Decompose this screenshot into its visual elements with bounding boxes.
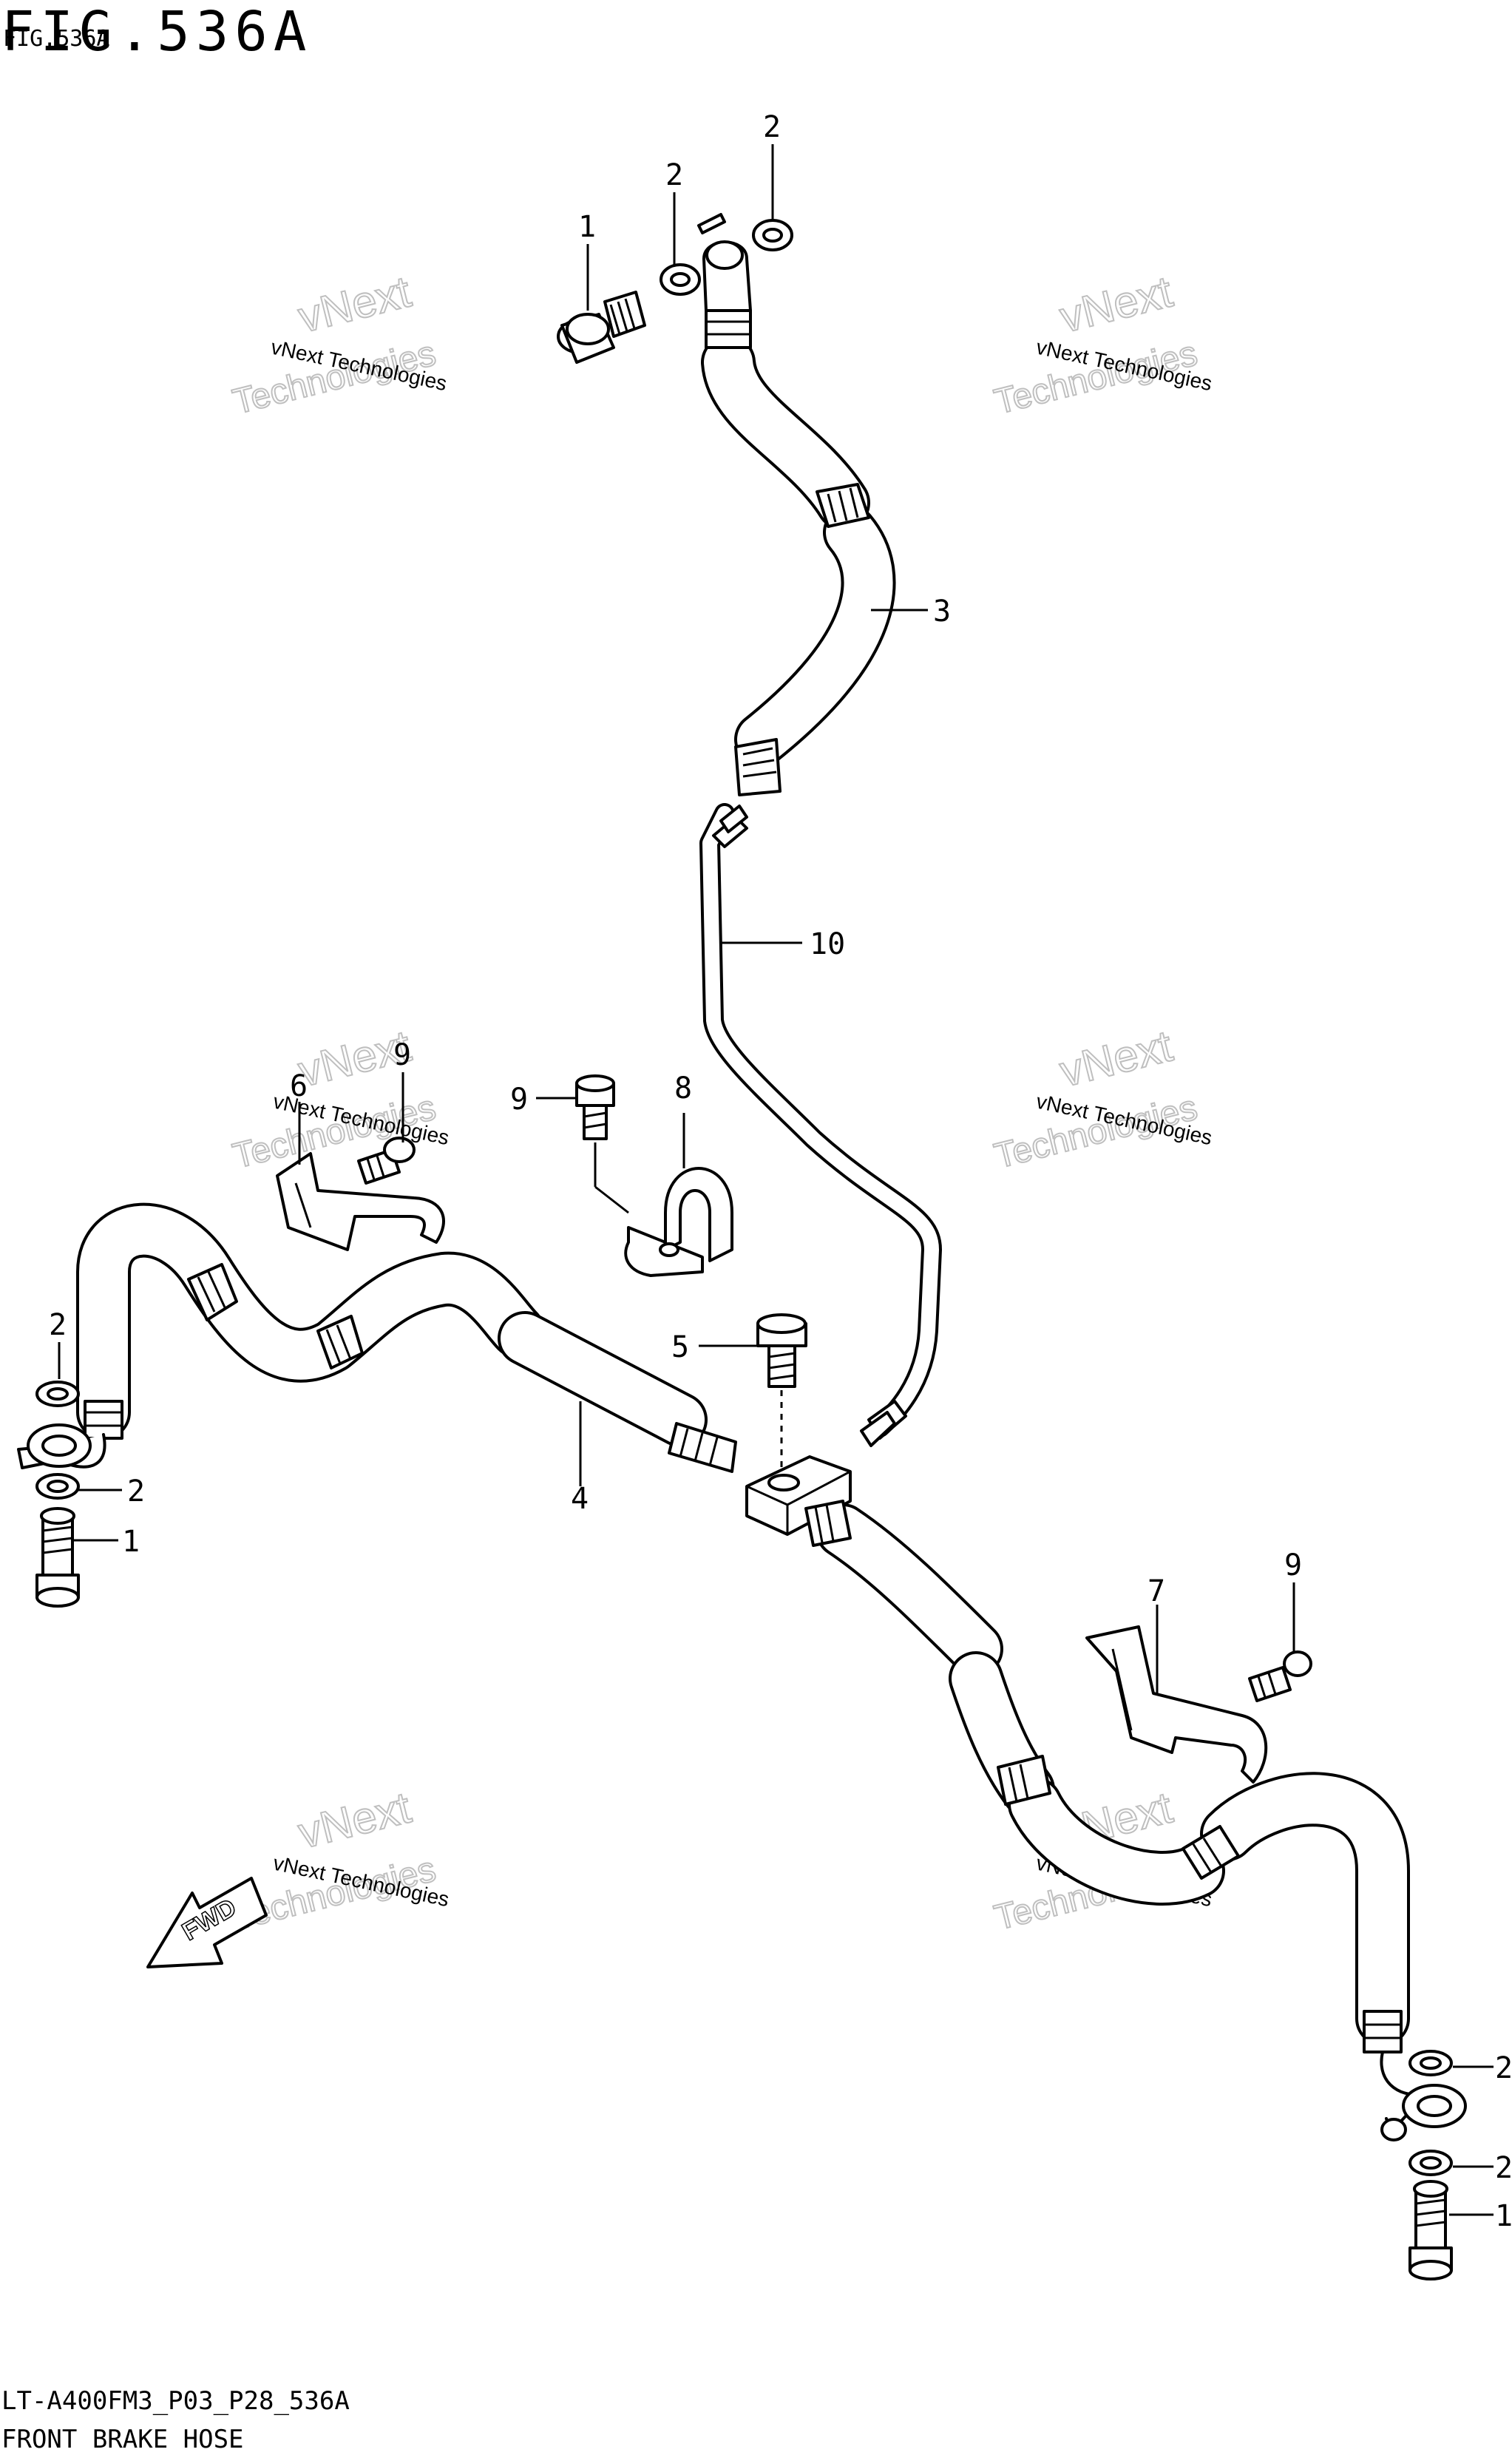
svg-text:vNext: vNext [294, 266, 416, 342]
callout-9-left: 9 [393, 1038, 411, 1072]
figure-title: FIG.536A [1, 0, 312, 64]
callout-2-top-b: 2 [763, 110, 781, 144]
svg-text:vNext: vNext [294, 1782, 416, 1858]
callout-9-right: 9 [1284, 1548, 1302, 1582]
bolt-bracket-right [1248, 1650, 1312, 1702]
bracket-right [1085, 1625, 1268, 1784]
upper-brake-hose [697, 213, 896, 796]
washer-right-b [1408, 2150, 1453, 2176]
union-bolt-right [1408, 2180, 1453, 2280]
callout-1-left: 1 [122, 1525, 140, 1559]
washer-left-b [35, 1473, 80, 1500]
callout-2-right-a: 2 [1495, 2051, 1512, 2085]
union-bolt-top [557, 291, 646, 364]
callout-2-left-a: 2 [49, 1308, 67, 1342]
callout-2-right-b: 2 [1495, 2151, 1512, 2185]
figure-name: FRONT BRAKE HOSE [1, 2425, 244, 2454]
callout-9-mid: 9 [510, 1083, 528, 1117]
washer-top-b [752, 219, 793, 251]
hose-clamp [624, 1167, 733, 1277]
bolt-clamp [575, 1074, 615, 1140]
washer-top-a [660, 263, 701, 296]
callout-6: 6 [290, 1069, 308, 1103]
svg-text:vNext: vNext [1055, 1020, 1177, 1096]
callout-2-top-a: 2 [665, 158, 683, 192]
washer-left-a [35, 1381, 80, 1407]
fwd-direction-marker: FWD [146, 1877, 268, 1968]
callout-7: 7 [1147, 1574, 1165, 1608]
three-way-joint [745, 1455, 852, 1536]
left-brake-hose [76, 1202, 737, 1473]
callout-1-right: 1 [1495, 2199, 1512, 2233]
callout-8: 8 [674, 1071, 692, 1105]
watermark-mid-right: vNext Technologies vNext Technologies [990, 1020, 1214, 1176]
brake-pipe [699, 803, 942, 1447]
watermark-top-left: vNext Technologies vNext Technologies [228, 265, 449, 422]
bracket-left [276, 1152, 445, 1251]
callout-2-left-b: 2 [127, 1474, 145, 1508]
callout-10: 10 [810, 927, 845, 961]
washer-right-a [1408, 2050, 1453, 2076]
watermark-top-right: vNext Technologies vNext Technologies [990, 265, 1214, 422]
callout-5: 5 [671, 1330, 689, 1364]
bolt-bracket-left [357, 1137, 416, 1185]
joint-bolt [756, 1313, 807, 1472]
union-fitting-right [1380, 2051, 1467, 2141]
svg-text:vNext: vNext [1055, 266, 1177, 342]
union-bolt-left [35, 1507, 80, 1608]
figure-title-overlay: FIG.536A [3, 26, 110, 52]
callout-4: 4 [571, 1482, 589, 1516]
right-brake-hose [804, 1500, 1410, 2053]
leader-lines [58, 144, 1494, 2216]
callout-1-top: 1 [578, 210, 596, 244]
figure-code: LT-A400FM3_P03_P28_536A [1, 2386, 350, 2416]
callout-3: 3 [933, 595, 951, 629]
union-fitting-left [17, 1423, 106, 1469]
watermark-mid-left: vNext Technologies vNext Technologies [228, 1020, 451, 1176]
